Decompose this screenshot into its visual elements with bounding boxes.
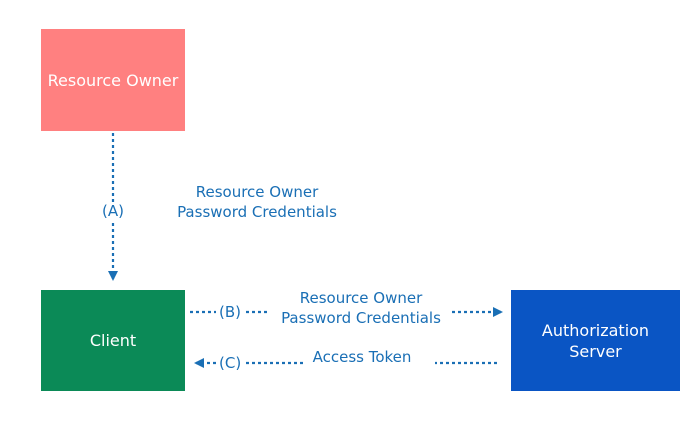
client-node: Client (41, 290, 185, 391)
authorization-server-label: Authorization Server (541, 320, 650, 361)
step-c-label: (C) (218, 354, 243, 372)
step-b-text: Resource Owner Password Credentials (266, 288, 456, 328)
authorization-server-node: Authorization Server (511, 290, 680, 391)
step-b-text-line1: Resource Owner (299, 289, 423, 307)
client-label: Client (89, 331, 137, 350)
step-b-label: (B) (218, 303, 242, 321)
step-a-text: Resource Owner Password Credentials (157, 182, 357, 222)
step-c-text: Access Token (312, 348, 412, 366)
step-b-text-line2: Password Credentials (281, 309, 441, 327)
step-a-label: (A) (101, 202, 125, 220)
step-a-text-line2: Password Credentials (177, 203, 337, 221)
resource-owner-label: Resource Owner (47, 70, 179, 90)
resource-owner-node: Resource Owner (41, 29, 185, 131)
step-a-text-line1: Resource Owner (195, 183, 319, 201)
